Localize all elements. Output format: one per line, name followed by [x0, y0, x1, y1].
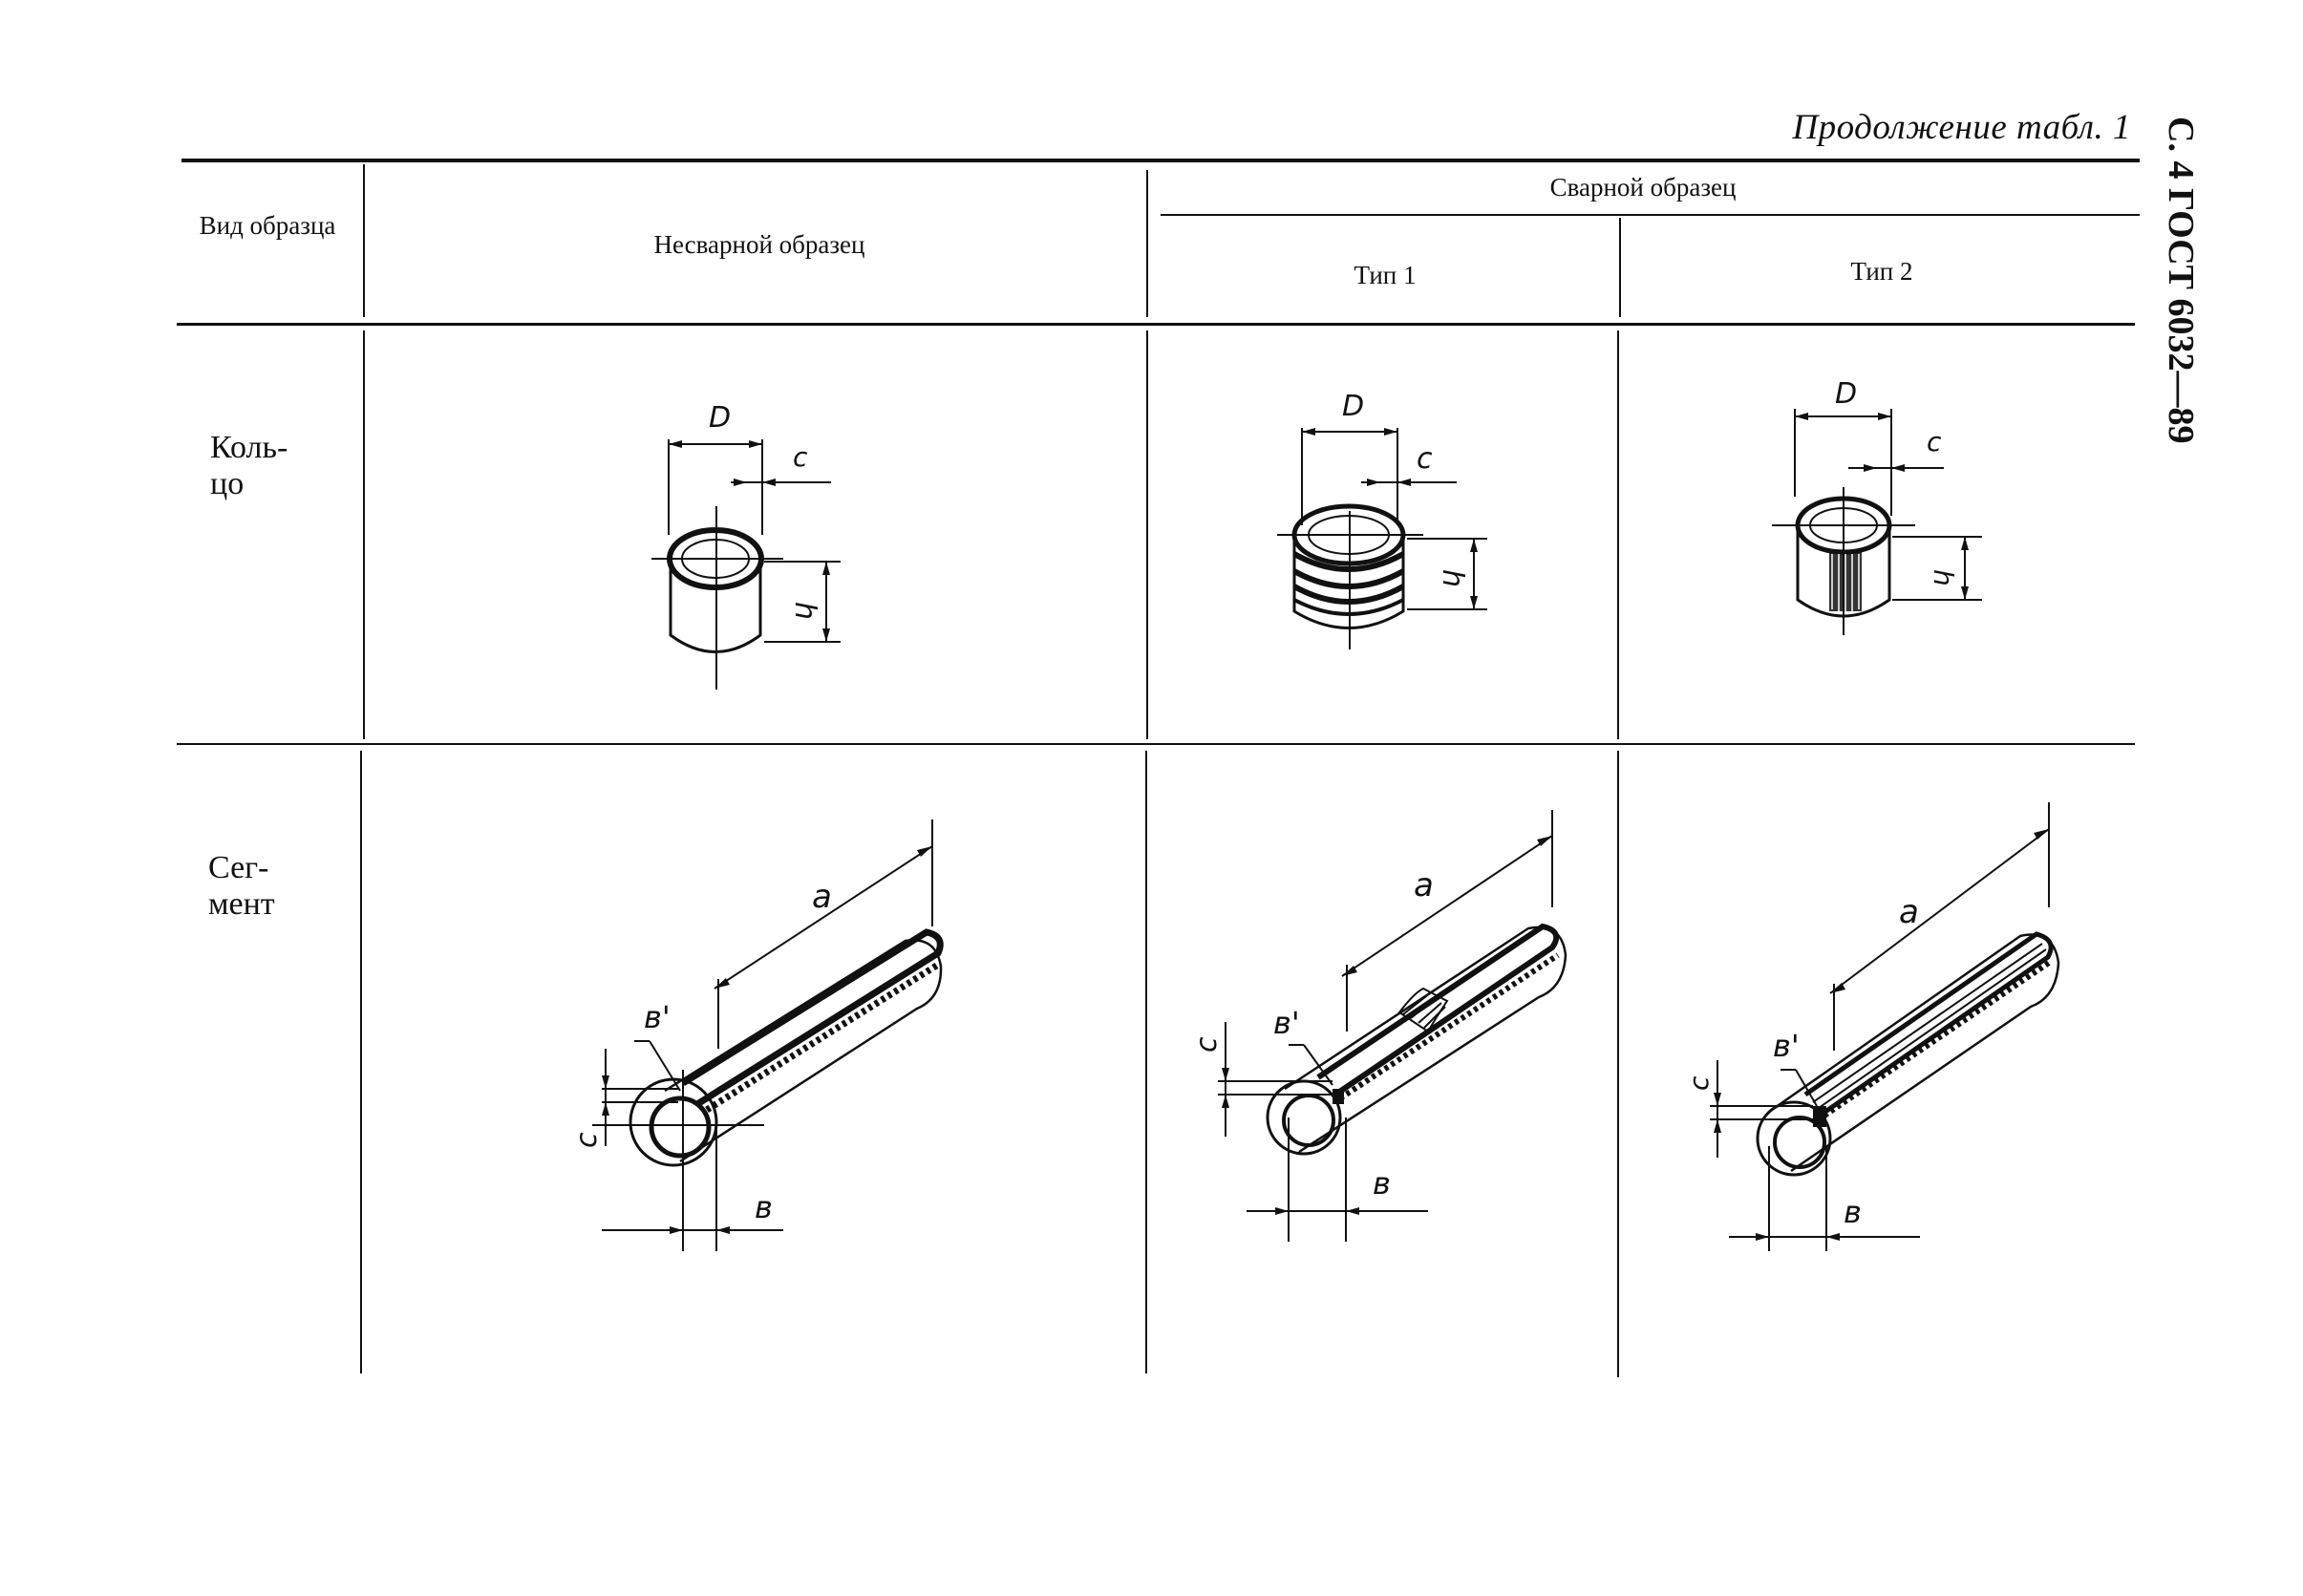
dimension-label-b: в	[755, 1189, 773, 1225]
dimension-label-h: h	[788, 602, 821, 620]
column-divider-1	[363, 330, 365, 739]
dimension-label-b-prime: в'	[1273, 1005, 1300, 1041]
dimension-label-c: c	[1927, 426, 1942, 458]
segment-type1-drawing: a c в' в	[1190, 810, 1567, 1242]
header-kind: Вид образца	[199, 211, 336, 240]
ring-type2-drawing: D c h	[1772, 377, 1982, 635]
dimension-label-c: c	[1683, 1075, 1715, 1091]
row-label-segment: Сег- мент	[208, 850, 332, 923]
dimension-label-a: a	[1899, 893, 1919, 931]
welded-subheader-rule	[1161, 214, 2140, 216]
header-unwelded: Несварной образец	[653, 230, 865, 259]
segment-unwelded-drawing: a c в' в	[570, 819, 944, 1251]
continuation-title: Продолжение табл. 1	[1792, 108, 2131, 147]
dimension-label-b: в	[1844, 1194, 1862, 1230]
dimension-label-a: a	[812, 878, 832, 916]
header-type2: Тип 2	[1850, 257, 1913, 286]
dimension-label-b-prime: в'	[644, 999, 671, 1035]
dimension-label-c: c	[1190, 1036, 1224, 1053]
segment-type2-drawing: a c в' в	[1683, 802, 2060, 1251]
dimension-label-c: c	[1417, 442, 1433, 476]
column-divider-1	[363, 164, 365, 317]
column-divider-2	[1146, 330, 1148, 739]
dimension-label-D: D	[1342, 390, 1364, 423]
column-divider-3	[1617, 751, 1619, 1377]
header-type1: Тип 1	[1354, 261, 1417, 289]
column-divider-3	[1619, 218, 1621, 317]
header-welded: Сварной образец	[1549, 173, 1737, 202]
row-label-ring: Коль- цо	[210, 430, 334, 502]
dimension-label-c: c	[793, 441, 808, 473]
standard-page-label: С. 4 ГОСТ 6032—89	[2161, 117, 2201, 444]
dimension-label-D: D	[709, 401, 731, 435]
dimension-label-b-prime: в'	[1773, 1028, 1800, 1064]
row-label-segment-text: Сег- мент	[208, 850, 275, 923]
dimension-label-D: D	[1835, 377, 1857, 411]
dimension-label-h: h	[1928, 569, 1959, 586]
dimension-label-h: h	[1436, 569, 1469, 587]
column-divider-2	[1145, 751, 1147, 1373]
header-bottom-rule	[177, 323, 2135, 326]
column-divider-2	[1146, 170, 1148, 317]
dimension-label-c: c	[570, 1132, 604, 1148]
row-separator	[177, 743, 2135, 745]
dimension-label-b: в	[1373, 1165, 1391, 1202]
column-divider-3	[1617, 330, 1619, 739]
ring-type1-drawing: D c h	[1277, 390, 1487, 649]
column-divider-1	[360, 751, 362, 1373]
row-label-ring-text: Коль- цо	[210, 430, 288, 502]
ring-unwelded-drawing: D c h	[651, 401, 841, 690]
table-top-rule	[181, 159, 2140, 162]
dimension-label-a: a	[1414, 866, 1434, 904]
